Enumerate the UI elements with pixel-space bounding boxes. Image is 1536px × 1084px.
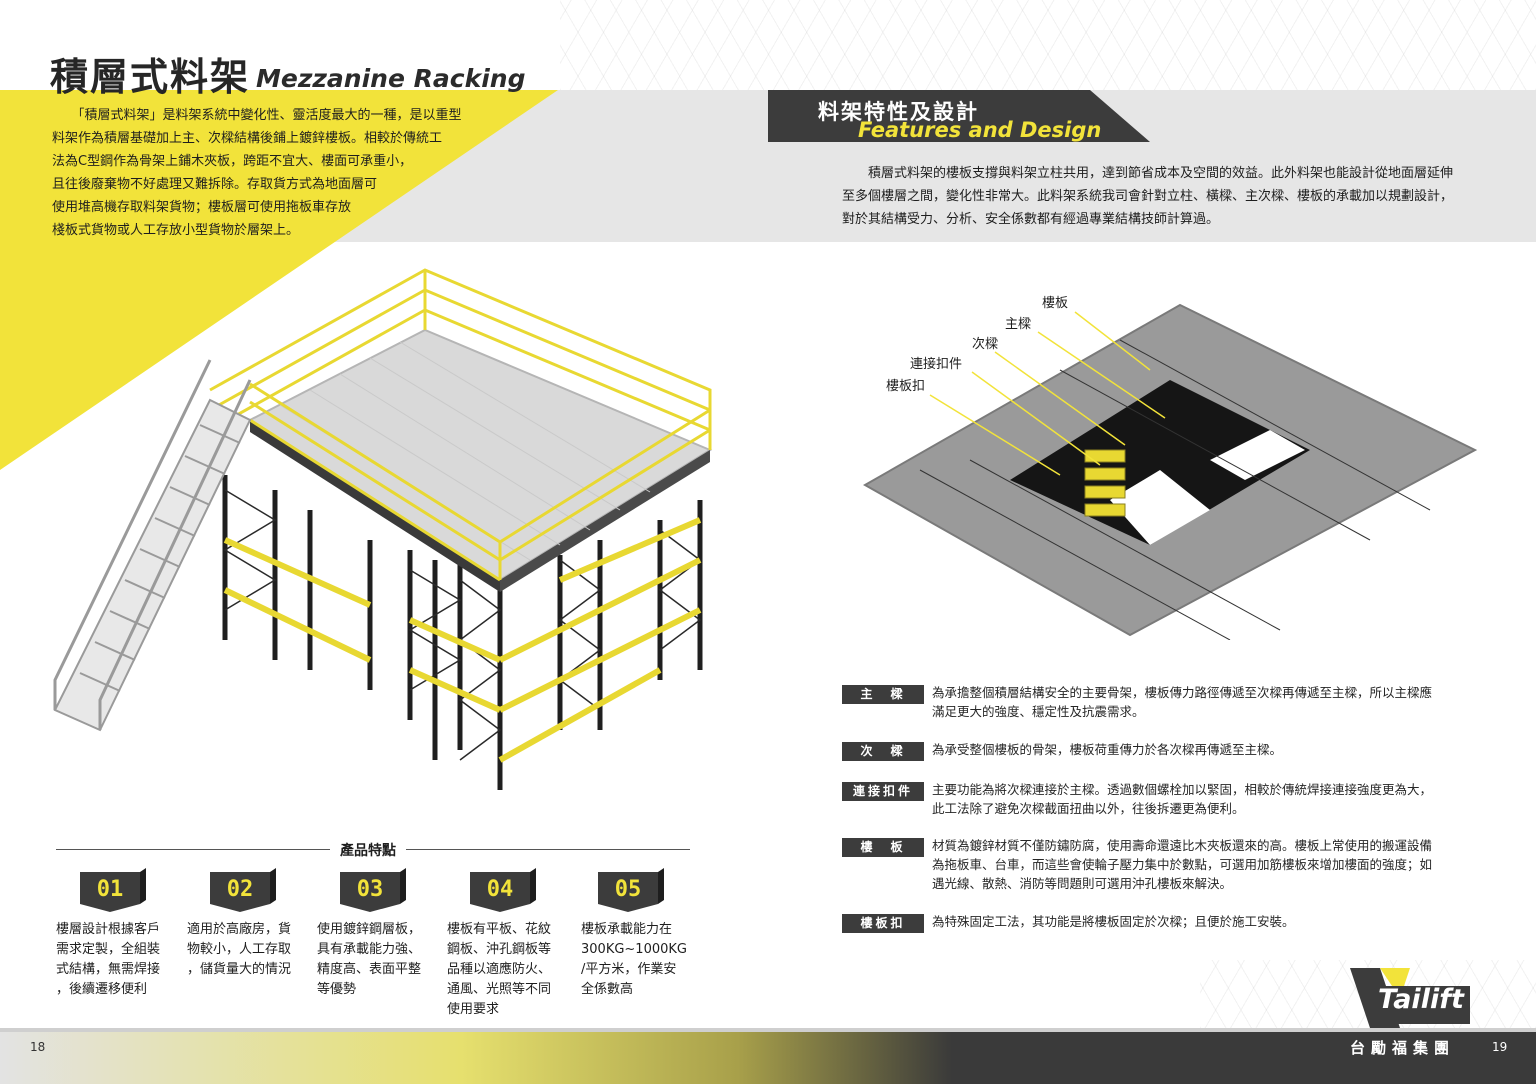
term-badge: 主 樑 [842,685,924,704]
page-number-left: 18 [30,1040,46,1054]
product-features-title: 產品特點 [330,840,406,860]
term-description: 為特殊固定工法，其功能是將樓板固定於次樑；且便於施工安裝。 [932,914,1295,929]
term-badge: 次 樑 [842,742,924,761]
page-number-right: 19 [1492,1040,1508,1054]
feature-text-03: 使用鍍鋅鋼層板， 具有承載能力強、 精度高、表面平整 等優勢 [317,922,422,997]
feature-badge-01: 01 [80,868,146,914]
term-badge: 連接扣件 [842,782,924,801]
term-description: 主要功能為將次樑連接於主樑。透過數個螺栓加以緊固，相較於傳統焊接連接強度更為大，… [932,782,1433,816]
tailift-logo-text: Tailift [1378,984,1464,1015]
feature-text-04: 樓板有平板、花紋 鋼板、沖孔鋼板等 品種以適應防火、 通風、光照等不同 使用要求 [447,922,552,1017]
features-paragraph: 積層式料架的樓板支撐與料架立柱共用，達到節省成本及空間的效益。此外料架也能設計從… [842,166,1454,227]
term-description: 為承擔整個積層結構安全的主要骨架，樓板傳力路徑傳遞至次樑再傳遞至主樑，所以主樑應… [932,685,1433,719]
company-name: 台勵福集團 [1350,1039,1456,1057]
feature-badge-04: 04 [470,868,536,914]
feature-badge-02: 02 [210,868,276,914]
term-connector: 連接扣件 主要功能為將次樑連接於主樑。透過數個螺栓加以緊固，相較於傳統焊接連接強… [842,780,1502,818]
features-heading-banner [768,90,1158,142]
features-heading-zh: 料架特性及設計 [818,100,979,124]
page-title: 積層式料架 [50,55,251,99]
tailift-logo-mark [1350,968,1470,1028]
term-description: 材質為鍍鋅材質不僅防鏽防腐，使用壽命還遠比木夾板還來的高。樓板上常使用的搬運設備… [932,838,1433,891]
term-floor: 樓 板 材質為鍍鋅材質不僅防鏽防腐，使用壽命還遠比木夾板還來的高。樓板上常使用的… [842,836,1502,893]
term-main-beam: 主 樑 為承擔整個積層結構安全的主要骨架，樓板傳力路徑傳遞至次樑再傳遞至主樑，所… [842,683,1502,721]
feature-badge-03: 03 [340,868,406,914]
mezzanine-illustration [53,268,713,790]
features-heading-en: Features and Design [858,118,1102,142]
term-description: 為承受整個樓板的骨架，樓板荷重傳力於各次樑再傳遞至主樑。 [932,742,1283,757]
feature-text-02: 適用於高廠房，貨 物較小，人工存取 ，儲貨量大的情況 [187,922,292,977]
feature-text-01: 樓層設計根據客戶 需求定製，全組裝 式結構，無需焊接 ，後續遷移便利 [56,922,161,997]
term-secondary-beam: 次 樑 為承受整個樓板的骨架，樓板荷重傳力於各次樑再傳遞至主樑。 [842,740,1502,761]
background-pattern-top [560,0,1536,90]
term-badge: 樓 板 [842,838,924,857]
feature-text-05: 樓板承載能力在 300KG~1000KG /平方米，作業安 全係數高 [581,922,687,997]
footer-bar [0,1032,1536,1084]
floor-structure-illustration [862,303,1478,640]
callout-floor: 樓板 [1042,296,1069,311]
callout-secondary-beam: 次樑 [972,337,999,352]
footer-accent-line [0,1028,1536,1032]
intro-paragraph: 「積層式料架」是料架系統中變化性、靈活度最大的一種，是以重型 料架作為積層基礎加… [52,108,462,238]
callout-main-beam: 主樑 [1005,317,1032,332]
feature-badge-05: 05 [598,868,664,914]
term-badge: 樓板扣 [842,914,924,933]
callout-clip: 樓板扣 [886,379,926,394]
page-title-en: Mezzanine Racking [256,64,526,93]
term-clip: 樓板扣 為特殊固定工法，其功能是將樓板固定於次樑；且便於施工安裝。 [842,912,1502,933]
callout-connector: 連接扣件 [910,357,963,372]
